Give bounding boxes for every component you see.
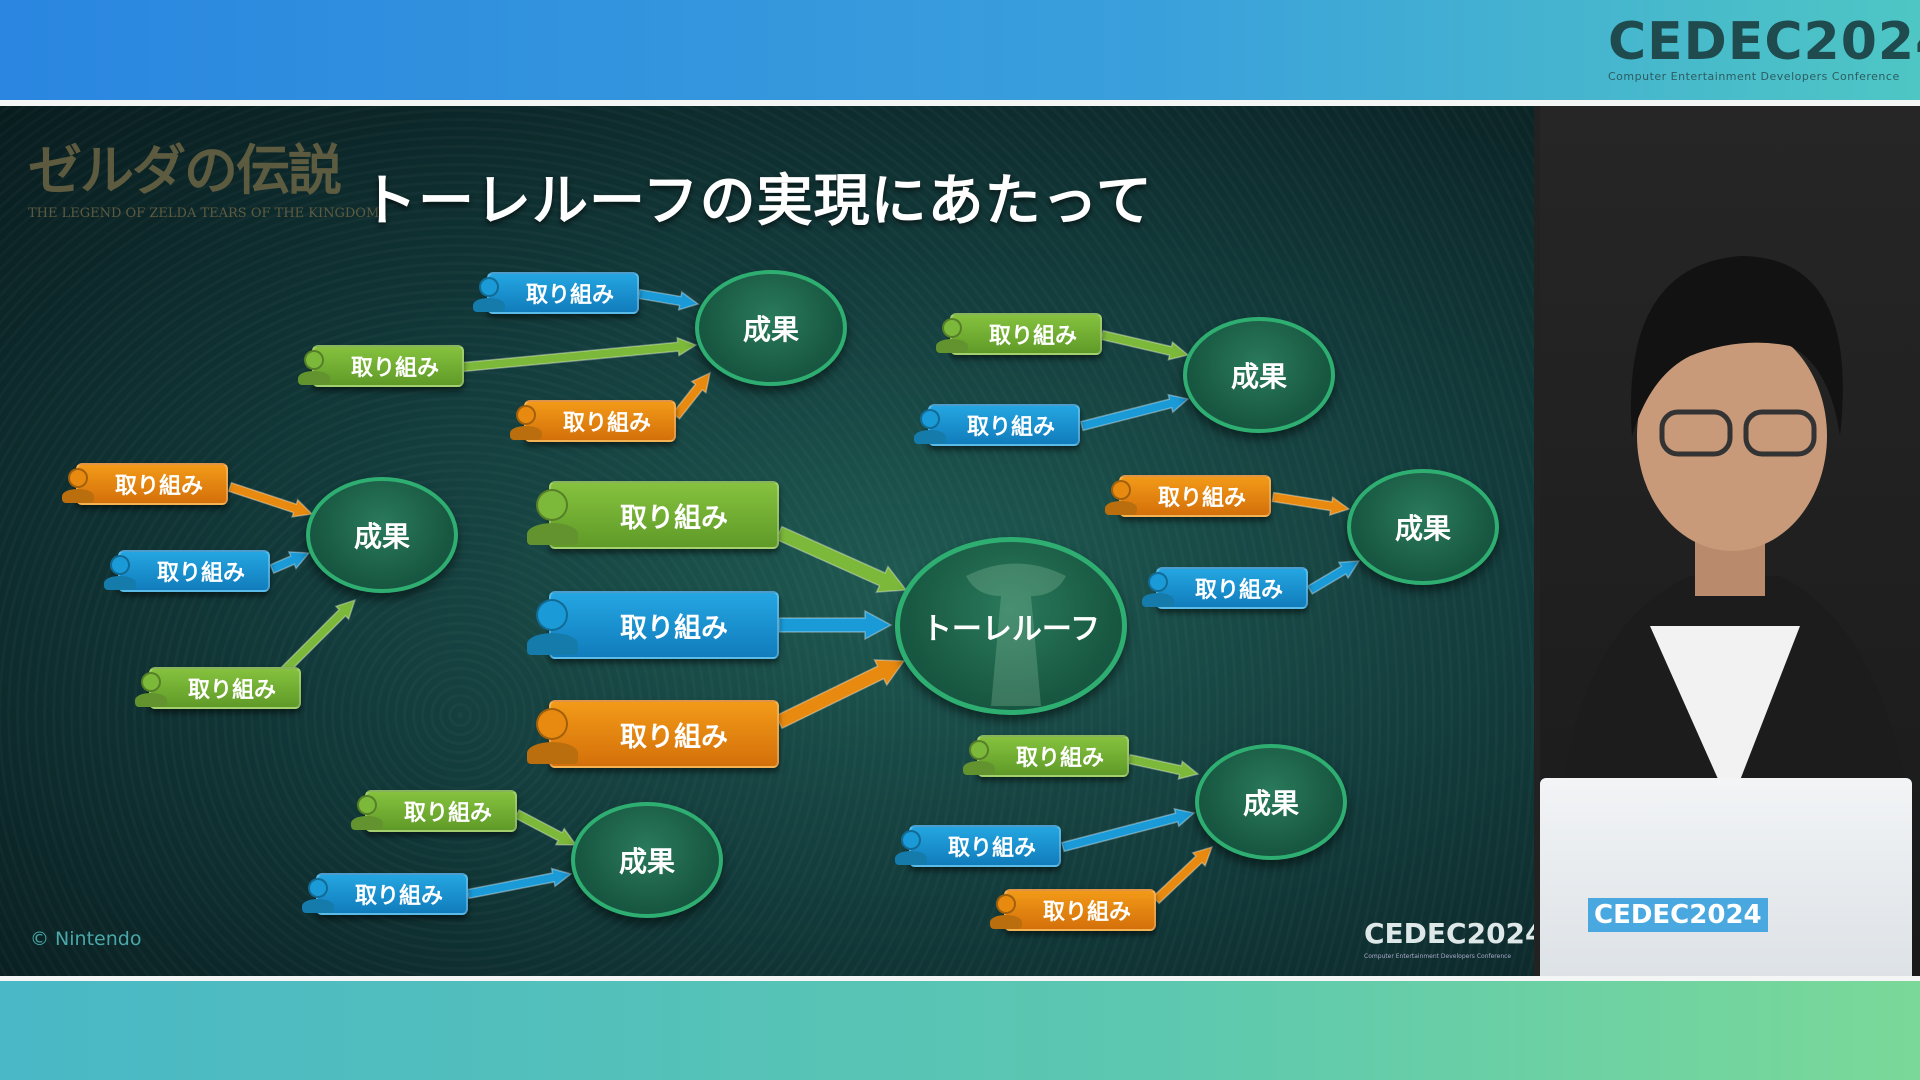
center-node-tower: トーレルーフ: [895, 537, 1127, 715]
arrow: [227, 481, 314, 518]
person-icon: [135, 672, 167, 712]
center-node-label: トーレルーフ: [921, 612, 1101, 647]
arrow: [269, 551, 311, 575]
arrows-layer: [227, 288, 1361, 905]
result-node: 成果: [1183, 317, 1335, 433]
arrow: [637, 288, 700, 311]
person-icon: [302, 878, 334, 918]
person-icon: [914, 409, 946, 449]
arrow: [774, 659, 906, 730]
person-icon: [510, 405, 542, 445]
person-icon: [526, 489, 578, 553]
person-icon: [351, 795, 383, 835]
arrow: [775, 525, 908, 593]
result-node: 成果: [695, 270, 847, 386]
person-icon: [895, 830, 927, 870]
arrow: [671, 371, 712, 420]
result-node: 成果: [1347, 469, 1499, 585]
cedec-logo: CEDEC2024 Computer Entertainment Develop…: [1608, 14, 1920, 84]
effort-chip: 取り組み: [487, 272, 639, 314]
slide-cedec-logo-text: CEDEC2024: [1364, 917, 1534, 950]
slide-title: トーレルーフの実現にあたって: [361, 169, 1153, 234]
arrow: [778, 609, 893, 641]
divider: [0, 100, 1920, 106]
effort-chip: 取り組み: [1156, 567, 1308, 609]
cedec-logo-text: CEDEC2024: [1608, 12, 1920, 72]
effort-chip: 取り組み: [76, 463, 228, 505]
person-icon: [963, 740, 995, 780]
speaker-figure: [1560, 256, 1910, 806]
effort-chip: 取り組み: [312, 345, 464, 387]
effort-chip: 取り組み: [549, 700, 779, 768]
person-icon: [1105, 480, 1137, 520]
game-logo: ゼルダの伝説 THE LEGEND OF ZELDA TEARS OF THE …: [28, 140, 379, 222]
cedec-logo-subtitle: Computer Entertainment Developers Confer…: [1608, 70, 1900, 83]
presentation-slide: ゼルダの伝説 THE LEGEND OF ZELDA TEARS OF THE …: [0, 106, 1534, 976]
arrow: [461, 336, 698, 373]
arrow: [1079, 393, 1190, 432]
effort-chip: 取り組み: [316, 873, 468, 915]
arrow: [466, 867, 573, 900]
result-node: 成果: [1195, 744, 1347, 860]
laptop: CEDEC2024: [1540, 778, 1912, 976]
top-banner: [0, 0, 1920, 100]
game-logo-jp: ゼルダの伝説: [28, 139, 342, 202]
arrow: [1271, 491, 1351, 517]
speaker-video: CEDEC2024: [1540, 106, 1920, 976]
arrow: [1127, 753, 1200, 780]
person-icon: [62, 468, 94, 508]
effort-chip: 取り組み: [1119, 475, 1271, 517]
laptop-sticker: CEDEC2024: [1588, 898, 1768, 932]
effort-chip: 取り組み: [365, 790, 517, 832]
slide-cedec-logo-sub: Computer Entertainment Developers Confer…: [1364, 953, 1512, 960]
effort-chip: 取り組み: [549, 591, 779, 659]
effort-chip: 取り組み: [950, 313, 1102, 355]
arrow: [513, 809, 578, 846]
arrow: [1100, 329, 1190, 361]
person-icon: [526, 599, 578, 663]
person-icon: [990, 894, 1022, 934]
effort-chip: 取り組み: [909, 825, 1061, 867]
person-icon: [936, 318, 968, 358]
effort-chip: 取り組み: [549, 481, 779, 549]
tower-icon: [966, 563, 1066, 706]
result-node: 成果: [571, 802, 723, 918]
effort-chip: 取り組み: [928, 404, 1080, 446]
effort-chip: 取り組み: [1004, 889, 1156, 931]
effort-chip: 取り組み: [118, 550, 270, 592]
person-icon: [298, 350, 330, 390]
result-node: 成果: [306, 477, 458, 593]
arrow: [1151, 845, 1214, 905]
bottom-banner: [0, 976, 1920, 1080]
arrow: [1306, 560, 1361, 595]
person-icon: [526, 708, 578, 772]
person-icon: [104, 555, 136, 595]
arrow: [279, 598, 357, 676]
person-icon: [473, 277, 505, 317]
effort-chip: 取り組み: [524, 400, 676, 442]
game-logo-en: THE LEGEND OF ZELDA TEARS OF THE KINGDOM: [28, 206, 380, 221]
arrow: [1060, 807, 1196, 853]
effort-chip: 取り組み: [977, 735, 1129, 777]
copyright: © Nintendo: [30, 928, 142, 950]
effort-chip: 取り組み: [149, 667, 301, 709]
person-icon: [1142, 572, 1174, 612]
